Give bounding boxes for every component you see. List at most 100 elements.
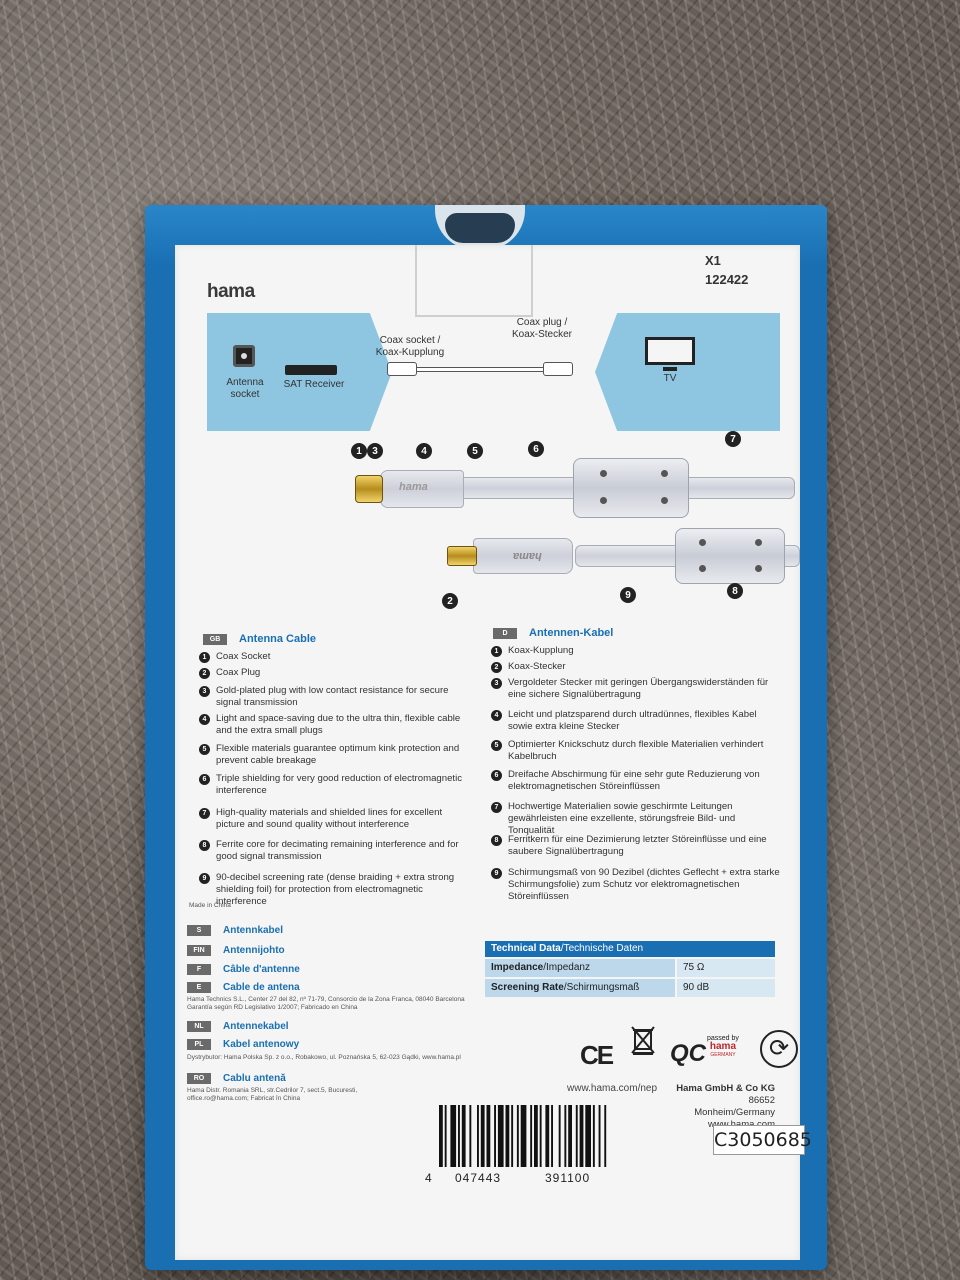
barcode-bar bbox=[568, 1105, 572, 1167]
tech-table-header: Technical Data/Technische Daten bbox=[485, 941, 775, 957]
website-nep: www.hama.com/nep bbox=[567, 1083, 658, 1094]
barcode-bar bbox=[520, 1105, 527, 1167]
lang-tag-d: D bbox=[493, 627, 517, 639]
barcode-digits-left: 047443 bbox=[455, 1171, 502, 1185]
barcode-bar bbox=[444, 1105, 447, 1167]
barcode-bar bbox=[458, 1105, 460, 1167]
german-title: Antennen-Kabel bbox=[529, 627, 614, 639]
barcode-digits-right: 391100 bbox=[545, 1171, 591, 1185]
antenna-socket-label: Antenna socket bbox=[226, 377, 264, 400]
ferrite-dot bbox=[600, 470, 607, 477]
sat-receiver-label: SAT Receiver bbox=[283, 379, 345, 390]
ferrite-dot bbox=[600, 497, 607, 504]
barcode-bar bbox=[439, 1105, 443, 1167]
callout-6: 6 bbox=[528, 441, 544, 457]
barcode-bar bbox=[505, 1105, 510, 1167]
callout-8: 8 bbox=[727, 583, 743, 599]
sat-receiver-icon bbox=[285, 365, 337, 375]
weee-bin-icon bbox=[631, 1026, 655, 1055]
window-frame bbox=[415, 245, 533, 317]
control-code: C3050685 bbox=[713, 1125, 812, 1155]
hang-hole bbox=[445, 213, 515, 243]
lower-plug-housing bbox=[473, 538, 573, 574]
tv-icon bbox=[645, 337, 695, 365]
diagram-socket-end bbox=[387, 362, 417, 376]
callout-1: 1 bbox=[351, 443, 367, 459]
barcode-bar bbox=[461, 1105, 466, 1167]
barcode-bar bbox=[516, 1105, 519, 1167]
barcode-bar bbox=[558, 1105, 561, 1167]
article-number: X1 122422 bbox=[705, 251, 748, 289]
upper-socket-housing bbox=[380, 470, 464, 508]
barcode-bar bbox=[551, 1105, 553, 1167]
barcode-bar bbox=[511, 1105, 514, 1167]
company-address: Hama GmbH & Co KG 86652 Monheim/Germany … bbox=[676, 1083, 775, 1130]
made-in-note: Made in China bbox=[189, 902, 231, 909]
callout-5: 5 bbox=[467, 443, 483, 459]
lower-ferrite-core bbox=[675, 528, 785, 584]
upper-ferrite-core bbox=[573, 458, 689, 518]
callout-3: 3 bbox=[367, 443, 383, 459]
barcode-bar bbox=[486, 1105, 491, 1167]
callout-9: 9 bbox=[620, 587, 636, 603]
diagram-plug-end bbox=[543, 362, 573, 376]
barcode-bar bbox=[575, 1105, 578, 1167]
lang-tag-gb: GB bbox=[203, 633, 227, 645]
barcode-bar bbox=[564, 1105, 567, 1167]
ferrite-dot bbox=[755, 539, 762, 546]
barcode-bars bbox=[439, 1105, 607, 1167]
barcode-bar bbox=[545, 1105, 550, 1167]
tv-panel bbox=[595, 313, 780, 431]
tv-label: TV bbox=[663, 373, 677, 384]
ean-barcode: 4 047443 391100 bbox=[425, 1105, 635, 1185]
ce-mark: CE bbox=[580, 1040, 614, 1070]
note-pl: Dystrybutor: Hama Polska Sp. z o.o., Rob… bbox=[187, 1054, 461, 1061]
ferrite-dot bbox=[699, 565, 706, 572]
upper-gold-socket bbox=[355, 475, 383, 503]
callout-2: 2 bbox=[442, 593, 458, 609]
barcode-bar bbox=[530, 1105, 533, 1167]
coax-socket-label: Coax socket / Koax-Kupplung bbox=[375, 335, 445, 358]
ferrite-dot bbox=[755, 565, 762, 572]
green-dot-recycling-icon bbox=[760, 1030, 798, 1068]
article-line-1: X1 bbox=[705, 253, 721, 268]
brand-logo: hama bbox=[207, 281, 255, 302]
german-heading: D Antennen-Kabel bbox=[493, 627, 613, 639]
ferrite-dot bbox=[699, 539, 706, 546]
lower-plug-brand: hama bbox=[513, 550, 542, 562]
article-line-2: 122422 bbox=[705, 272, 749, 287]
note-e: Hama Technics S.L., Center 27 del 82, nº… bbox=[187, 996, 465, 1011]
barcode-bar bbox=[604, 1105, 607, 1167]
barcode-bar bbox=[477, 1105, 479, 1167]
barcode-bar bbox=[494, 1105, 496, 1167]
tech-row-screening: Screening Rate/Schirmungsmaß 90 dB bbox=[485, 979, 775, 997]
barcode-bar bbox=[534, 1105, 538, 1167]
tech-row-impedance: Impedance/Impedanz 75 Ω bbox=[485, 959, 775, 977]
callout-4: 4 bbox=[416, 443, 432, 459]
barcode-bar bbox=[592, 1105, 595, 1167]
back-label: hama X1 122422 Antenna socket SAT Receiv… bbox=[175, 245, 812, 1260]
passed-by-hama-badge: passed by hama GERMANY bbox=[707, 1035, 739, 1058]
